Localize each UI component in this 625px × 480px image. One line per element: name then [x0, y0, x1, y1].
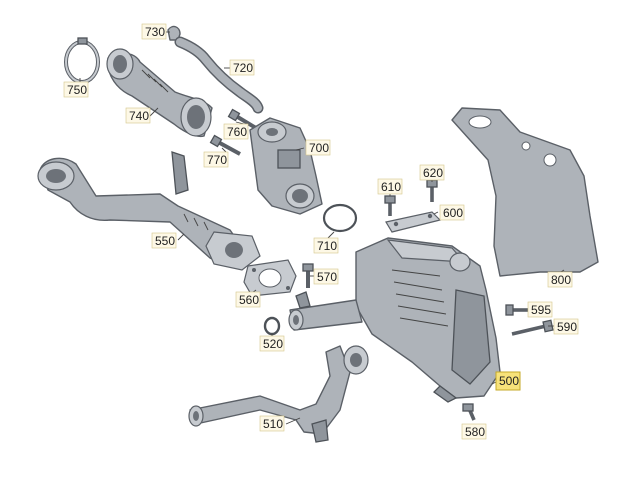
- part-560-gasket[interactable]: [243, 259, 297, 297]
- callout-800-label: 800: [551, 273, 571, 287]
- part-595-bolt[interactable]: [505, 304, 528, 316]
- callout-730[interactable]: 730: [141, 23, 167, 40]
- callout-620-label: 620: [423, 166, 443, 180]
- callout-700[interactable]: 700: [305, 139, 331, 156]
- part-720-hose[interactable]: [174, 36, 264, 114]
- part-500-egr-cooler[interactable]: [288, 237, 501, 403]
- callout-590-label: 590: [557, 320, 577, 334]
- part-610-bolt[interactable]: [384, 195, 396, 216]
- callout-710-label: 710: [317, 239, 337, 253]
- callout-560-label: 560: [239, 293, 259, 307]
- callout-510-label: 510: [263, 417, 283, 431]
- part-740-intake-hose[interactable]: [106, 48, 213, 138]
- callout-570-label: 570: [317, 270, 337, 284]
- part-750-clamp[interactable]: [64, 37, 100, 84]
- callout-770-label: 770: [207, 153, 227, 167]
- callout-760-label: 760: [227, 125, 247, 139]
- callout-510[interactable]: 510: [259, 415, 285, 432]
- callout-710[interactable]: 710: [313, 237, 339, 254]
- callout-750[interactable]: 750: [63, 81, 89, 98]
- callout-600-label: 600: [443, 206, 463, 220]
- callout-750-label: 750: [67, 83, 87, 97]
- callout-560[interactable]: 560: [235, 291, 261, 308]
- callout-740-label: 740: [129, 109, 149, 123]
- callout-570[interactable]: 570: [313, 268, 339, 285]
- callout-500-label: 500: [499, 374, 519, 388]
- callout-590[interactable]: 590: [553, 318, 579, 335]
- part-800-heat-shield[interactable]: [451, 107, 599, 277]
- part-710-o-ring[interactable]: [322, 203, 358, 233]
- callout-580[interactable]: 580: [461, 423, 487, 440]
- callout-720[interactable]: 720: [229, 59, 255, 76]
- callout-760[interactable]: 760: [223, 123, 249, 140]
- callout-700-label: 700: [309, 141, 329, 155]
- callout-595-label: 595: [531, 303, 551, 317]
- callout-580-label: 580: [465, 425, 485, 439]
- part-520-seal[interactable]: [263, 316, 281, 336]
- callout-610[interactable]: 610: [377, 178, 403, 195]
- part-590-bolt[interactable]: [511, 319, 554, 336]
- callout-520-label: 520: [263, 337, 283, 351]
- callout-610-label: 610: [381, 180, 401, 194]
- callout-550-label: 550: [155, 234, 175, 248]
- callout-620[interactable]: 620: [419, 164, 445, 181]
- callout-730-label: 730: [145, 25, 165, 39]
- part-580-bolt[interactable]: [462, 403, 476, 421]
- callout-800[interactable]: 800: [547, 271, 573, 288]
- part-700-egr-valve[interactable]: [249, 117, 323, 215]
- callout-600[interactable]: 600: [439, 204, 465, 221]
- callout-740[interactable]: 740: [125, 107, 151, 124]
- callout-520[interactable]: 520: [259, 335, 285, 352]
- part-600-bracket[interactable]: [385, 211, 442, 233]
- part-770-bolt[interactable]: [209, 134, 241, 156]
- callout-550[interactable]: 550: [151, 232, 177, 249]
- part-760-bolt[interactable]: [227, 108, 258, 130]
- part-620-bolt[interactable]: [426, 179, 438, 202]
- callout-770[interactable]: 770: [203, 151, 229, 168]
- part-550-exhaust-pipe[interactable]: [37, 151, 261, 271]
- callout-500[interactable]: 500: [495, 371, 521, 391]
- callout-720-label: 720: [233, 61, 253, 75]
- part-510-pipe[interactable]: [188, 345, 369, 443]
- callout-595[interactable]: 595: [527, 301, 553, 318]
- part-570-bolt[interactable]: [302, 263, 314, 288]
